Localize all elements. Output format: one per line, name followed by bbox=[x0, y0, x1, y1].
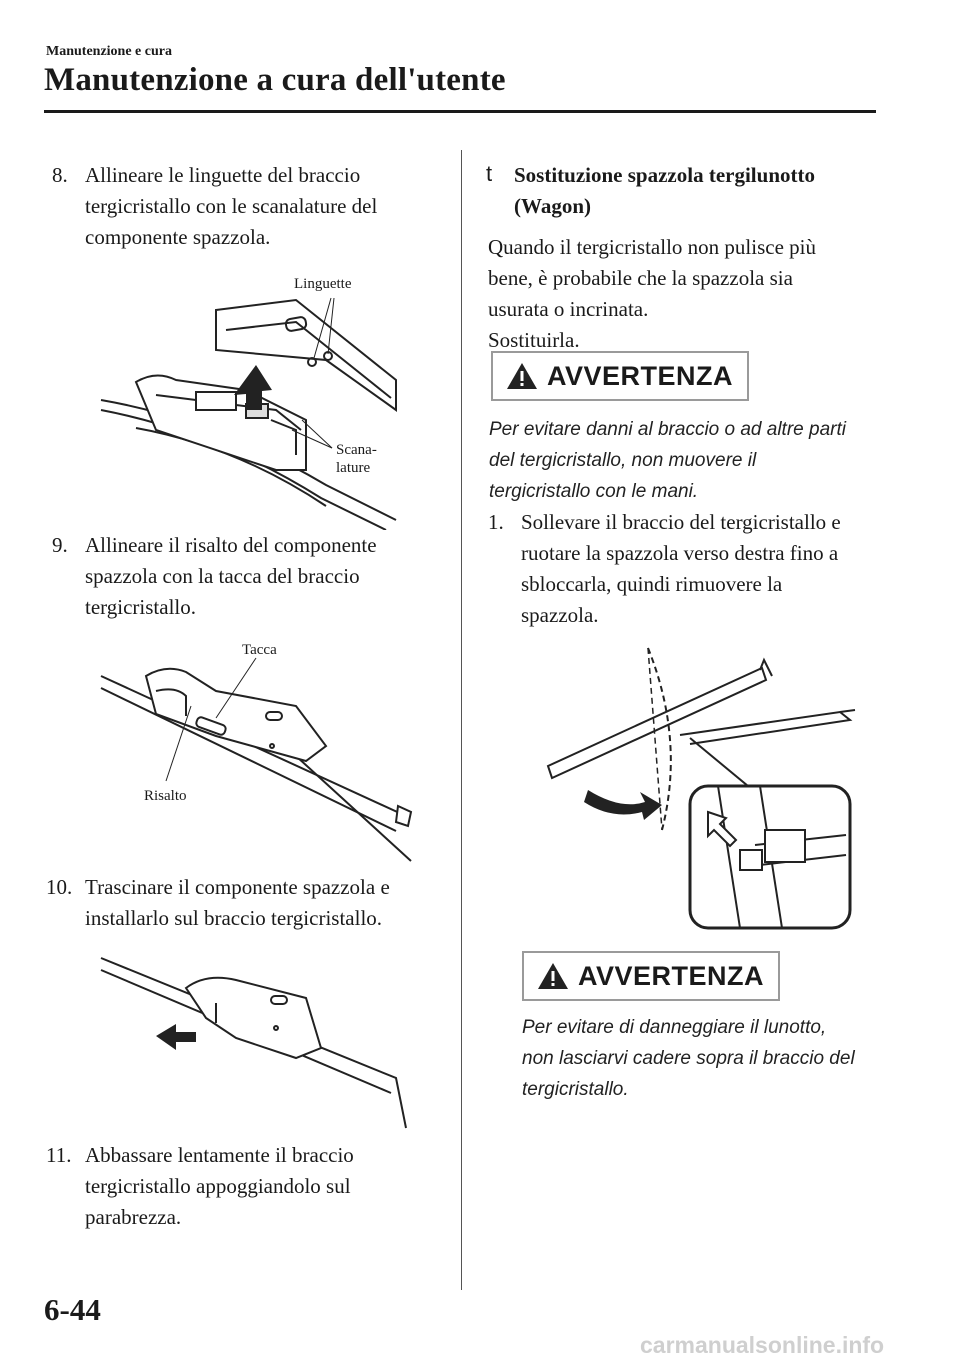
step-number: 8. bbox=[52, 163, 68, 187]
section-marker-icon: t bbox=[486, 161, 493, 186]
figure-tabs-grooves: Linguette Scana- lature bbox=[96, 270, 416, 531]
section-heading: Sostituzione spazzola tergilunotto (Wago… bbox=[514, 160, 874, 222]
step-8: 8. Allineare le linguette del braccio te… bbox=[52, 160, 452, 253]
step-line: componente spazzola. bbox=[85, 225, 271, 249]
step-9: 9. Allineare il risalto del componente s… bbox=[52, 530, 452, 623]
page-number: 6-44 bbox=[44, 1292, 101, 1327]
intro-line: Quando il tergicristallo non pulisce più bbox=[488, 235, 816, 259]
warning-line: non lasciarvi cadere sopra il braccio de… bbox=[522, 1048, 855, 1069]
step-line: parabrezza. bbox=[85, 1205, 182, 1229]
step-11: 11. Abbassare lentamente il braccio terg… bbox=[46, 1140, 456, 1233]
section-heading-line: Sostituzione spazzola tergilunotto bbox=[514, 163, 815, 187]
label-grooves-2: lature bbox=[336, 460, 371, 476]
page-title: Manutenzione a cura dell'utente bbox=[44, 62, 506, 98]
rear-step-1: 1. Sollevare il braccio del tergicristal… bbox=[488, 507, 878, 631]
warning-triangle-icon bbox=[538, 963, 568, 989]
step-number: 11. bbox=[46, 1143, 72, 1167]
warning-line: Per evitare danni al braccio o ad altre … bbox=[489, 419, 846, 440]
figure-install-blade bbox=[96, 948, 416, 1138]
step-line: spazzola. bbox=[521, 603, 599, 627]
watermark: carmanualsonline.info bbox=[640, 1332, 885, 1358]
step-line: Abbassare lentamente il braccio bbox=[85, 1143, 354, 1167]
step-line: sbloccarla, quindi rimuovere la bbox=[521, 572, 783, 596]
label-tabs: Linguette bbox=[294, 276, 352, 292]
intro-line: usurata o incrinata. bbox=[488, 297, 649, 321]
title-rule bbox=[44, 110, 876, 113]
figure-rear-wiper bbox=[540, 640, 870, 940]
rear-wiper-illustration bbox=[546, 647, 856, 930]
warning-line: Per evitare di danneggiare il lunotto, bbox=[522, 1017, 827, 1038]
section-label: Manutenzione e cura bbox=[46, 44, 172, 59]
warning-label: AVVERTENZA bbox=[547, 360, 734, 391]
warning-line: tergicristallo con le mani. bbox=[489, 481, 699, 502]
warning-line: del tergicristallo, non muovere il bbox=[489, 450, 757, 471]
blade-install-illustration bbox=[100, 957, 407, 1129]
label-ridge: Risalto bbox=[144, 788, 187, 804]
intro-line: bene, è probabile che la spazzola sia bbox=[488, 266, 793, 290]
step-number: 1. bbox=[488, 510, 504, 534]
step-line: tergicristallo con le scanalature del bbox=[85, 194, 378, 218]
step-line: installarlo sul braccio tergicristallo. bbox=[85, 906, 383, 930]
step-line: Allineare il risalto del componente bbox=[85, 533, 377, 557]
warning-text-1: Per evitare danni al braccio o ad altre … bbox=[489, 414, 879, 507]
warning-triangle-icon bbox=[507, 363, 537, 389]
step-line: Trascinare il componente spazzola e bbox=[85, 875, 390, 899]
step-line: tergicristallo. bbox=[85, 595, 196, 619]
warning-text-2: Per evitare di danneggiare il lunotto, n… bbox=[522, 1012, 892, 1105]
wiper-blade-illustration bbox=[100, 657, 413, 862]
step-line: ruotare la spazzola verso destra fino a bbox=[521, 541, 839, 565]
label-notch: Tacca bbox=[242, 642, 277, 658]
step-line: Sollevare il braccio del tergicristallo … bbox=[521, 510, 841, 534]
intro-line: Sostituirla. bbox=[488, 328, 580, 352]
step-number: 10. bbox=[46, 875, 73, 899]
figure-notch-ridge: Tacca Risalto bbox=[96, 636, 416, 866]
warning-line: tergicristallo. bbox=[522, 1079, 629, 1100]
step-line: Allineare le linguette del braccio bbox=[85, 163, 361, 187]
step-line: tergicristallo appoggiandolo sul bbox=[85, 1174, 351, 1198]
column-divider bbox=[461, 150, 462, 1290]
step-number: 9. bbox=[52, 533, 68, 557]
step-10: 10. Trascinare il componente spazzola e … bbox=[46, 872, 456, 934]
intro-paragraph: Quando il tergicristallo non pulisce più… bbox=[488, 232, 868, 356]
warning-label: AVVERTENZA bbox=[578, 960, 765, 991]
warning-box-2: AVVERTENZA bbox=[522, 951, 780, 1001]
wiper-arm-illustration bbox=[100, 297, 397, 531]
step-line: spazzola con la tacca del braccio bbox=[85, 564, 360, 588]
section-heading-line: (Wagon) bbox=[514, 194, 592, 218]
warning-box-1: AVVERTENZA bbox=[491, 351, 749, 401]
label-grooves-1: Scana- bbox=[336, 442, 377, 458]
